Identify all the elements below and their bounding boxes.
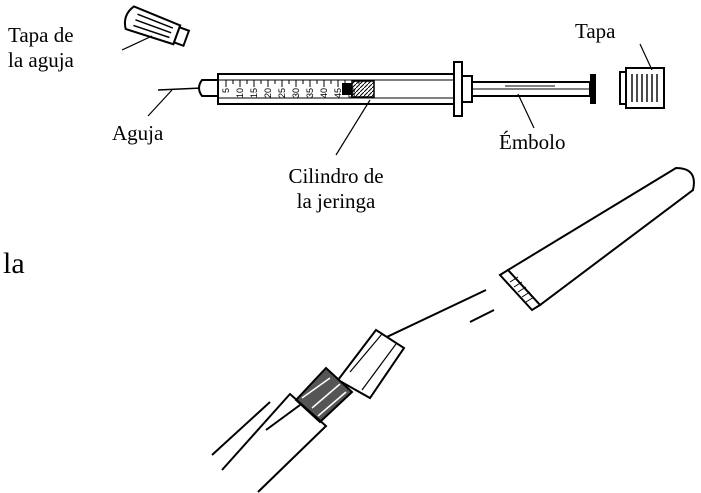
scale-tick-label: 30 (291, 88, 301, 98)
needle-cap (123, 5, 191, 48)
needle-cap-leader (121, 35, 153, 51)
lower-hub (336, 328, 406, 400)
cap-cone (498, 166, 695, 312)
barrel-leader (335, 99, 371, 156)
scale-tick-label: 10 (235, 88, 245, 98)
syringe-barrel: 5101520253035404550 (217, 73, 455, 105)
plunger (471, 74, 596, 104)
cap-label: Tapa (575, 19, 616, 43)
cap-leader (639, 43, 653, 71)
needle-leader (147, 89, 173, 117)
scale-tick-label: 25 (277, 88, 287, 98)
syringe-flange (453, 61, 463, 117)
scale-tick-label: 5 (221, 88, 231, 93)
scale-tick-label: 40 (319, 88, 329, 98)
plunger-leader (517, 93, 535, 129)
needle-cap-label: Tapa de la aguja (8, 23, 74, 72)
scale-tick-label: 20 (263, 88, 273, 98)
scale-tick-label: 15 (249, 88, 259, 98)
barrel-label: Cilindro de la jeringa (288, 164, 384, 213)
syringe-hub (198, 79, 221, 97)
plunger-cap (619, 67, 665, 109)
direction-arrow (469, 309, 495, 323)
plunger-label: Émbolo (499, 130, 566, 154)
needle (157, 87, 203, 91)
needle-label: Aguja (112, 121, 164, 145)
scale-tick-label: 45 (333, 88, 343, 98)
lower-syringe-body (221, 392, 328, 493)
text-fragment: la (3, 247, 25, 280)
lower-needle (369, 289, 487, 346)
scale-tick-label: 35 (305, 88, 315, 98)
